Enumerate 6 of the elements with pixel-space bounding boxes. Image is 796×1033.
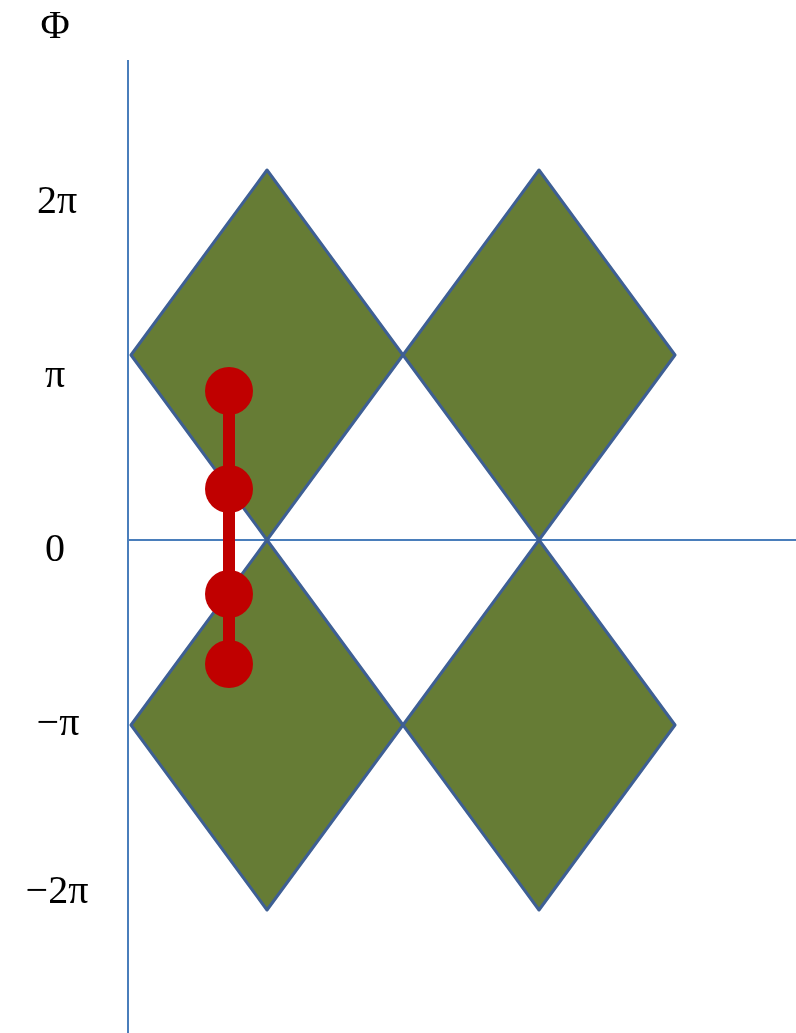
tick-label: −2π [25,868,89,912]
axis-title: Φ [40,3,70,47]
tick-label: π [44,352,66,396]
tick-label: 0 [45,526,65,570]
tick-label: 2π [36,178,78,222]
tick-label: −π [36,700,80,744]
